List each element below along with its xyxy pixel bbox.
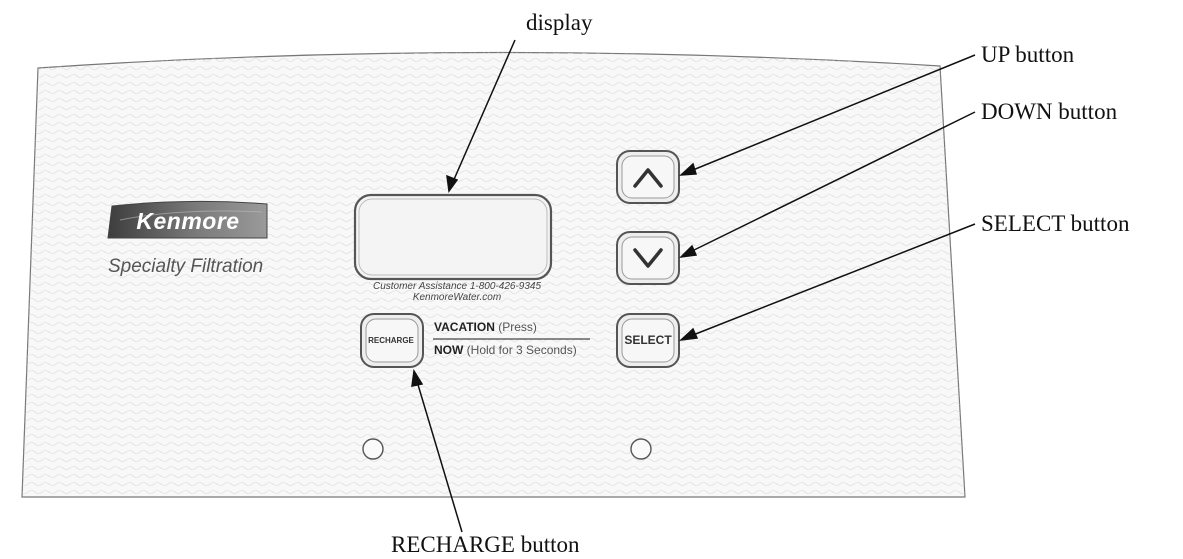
assistance-website: KenmoreWater.com (412, 292, 502, 303)
vacation-label: VACATION (434, 320, 495, 334)
vacation-mode-label: VACATION (Press) (434, 320, 537, 334)
now-label: NOW (434, 343, 464, 357)
display-callout: display (526, 10, 593, 35)
recharge-button-frame[interactable] (360, 313, 424, 368)
select-button-callout: SELECT button (981, 211, 1130, 236)
vacation-note: (Press) (498, 320, 537, 334)
down-button[interactable] (616, 231, 680, 285)
screw-hole-left (362, 438, 384, 460)
recharge-button[interactable]: RECHARGE (368, 335, 414, 345)
customer-assistance: Customer Assistance 1-800-426-9345 Kenmo… (352, 281, 562, 303)
callout-arrows (411, 39, 976, 533)
up-button[interactable] (616, 150, 680, 204)
now-note: (Hold for 3 Seconds) (466, 343, 577, 357)
brand-name: Kenmore (136, 207, 240, 234)
select-button-frame[interactable] (616, 313, 680, 368)
assistance-phone: Customer Assistance 1-800-426-9345 (372, 281, 542, 292)
product-subtitle: Specialty Filtration (108, 256, 264, 277)
now-mode-label: NOW (Hold for 3 Seconds) (434, 343, 577, 357)
kenmore-logo: Kenmore (108, 203, 268, 239)
up-button-callout: UP button (981, 42, 1075, 67)
chevron-down-icon (633, 248, 663, 268)
recharge-button-callout: RECHARGE button (391, 532, 580, 557)
chevron-up-icon (633, 168, 663, 188)
display-window (353, 193, 553, 281)
down-button-callout: DOWN button (981, 99, 1118, 124)
screw-hole-right (630, 438, 652, 460)
select-button[interactable]: SELECT (624, 333, 672, 347)
